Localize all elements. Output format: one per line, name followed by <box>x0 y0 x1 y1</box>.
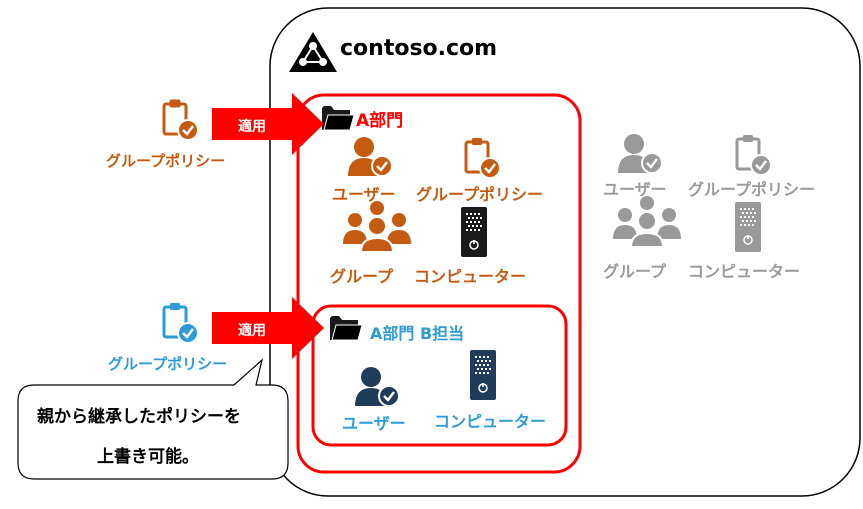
computer-icon <box>735 202 761 252</box>
callout-bubble <box>17 358 289 480</box>
orange-policy-label: グループポリシー <box>106 152 226 170</box>
apply-label: 適用 <box>238 323 266 339</box>
ou-b-user-label: ユーザー <box>342 414 406 433</box>
callout-line-1: 親から継承したポリシーを <box>37 407 241 427</box>
ou-a-title: A部門 <box>356 111 404 131</box>
ou-a-computer-label: コンピューター <box>414 267 527 286</box>
domain-user-label: ユーザー <box>603 180 667 199</box>
ou-a-group-label: グループ <box>330 267 394 286</box>
clipboard-check-icon <box>464 138 501 179</box>
ou-a-user-label: ユーザー <box>332 185 396 204</box>
computer-icon <box>461 207 487 257</box>
domain-computer-label: コンピューター <box>688 262 801 281</box>
apply-label: 適用 <box>238 119 266 135</box>
apply-arrow <box>212 297 324 359</box>
group-icon <box>343 201 411 253</box>
domain-container <box>269 7 861 497</box>
clipboard-check-icon <box>162 99 199 141</box>
user-check-icon <box>355 367 400 407</box>
computer-icon <box>470 350 496 400</box>
domain-title: contoso.com <box>340 36 498 61</box>
callout-line-2: 上書き可能。 <box>97 447 199 467</box>
clipboard-check-icon <box>162 303 199 344</box>
group-icon <box>613 196 681 248</box>
ou-b-title: A部門 B担当 <box>370 324 465 343</box>
clipboard-check-icon <box>735 135 772 176</box>
user-check-icon <box>348 137 393 177</box>
blue-policy-label: グループポリシー <box>108 355 228 373</box>
ou-a-box <box>296 93 582 474</box>
apply-arrow <box>212 93 324 155</box>
domain-policy-label: グループポリシー <box>688 180 816 199</box>
ou-b-box <box>311 304 568 447</box>
ou-a-policy-label: グループポリシー <box>416 185 544 204</box>
user-check-icon <box>618 134 663 174</box>
domain-group-label: グループ <box>603 262 667 281</box>
domain-icon <box>289 32 337 72</box>
ou-b-computer-label: コンピューター <box>434 412 547 431</box>
